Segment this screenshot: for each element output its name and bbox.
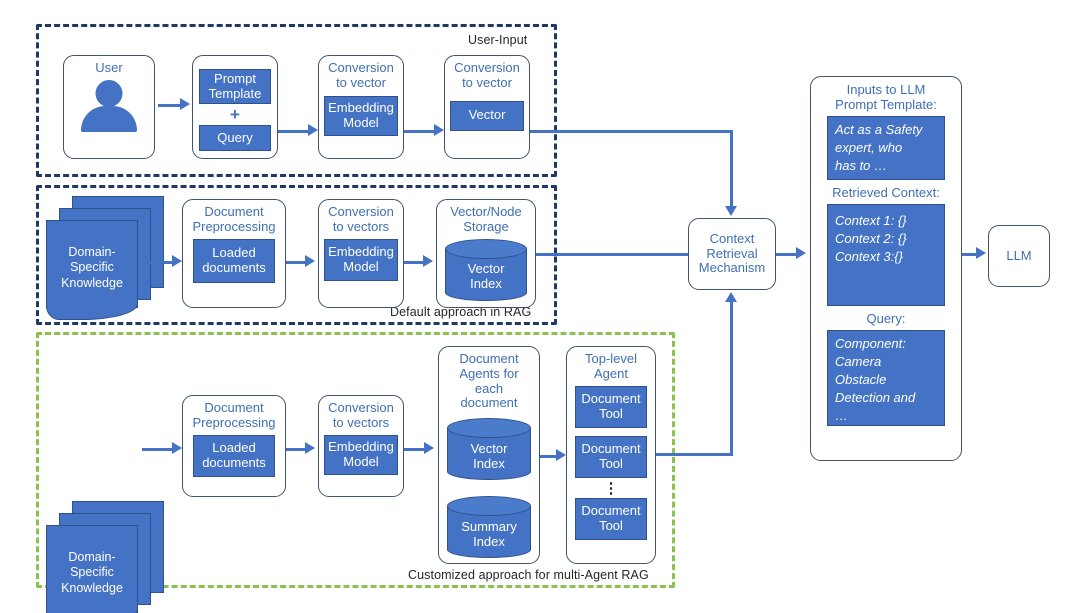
llm-label: LLM: [1006, 247, 1032, 263]
card-conversion-title-agent: Conversion to vectors: [328, 400, 394, 430]
prompt-template-box: Prompt Template: [199, 69, 271, 104]
arrow-knowledge-to-preprocess-agent-head: [172, 442, 182, 454]
knowledge-label-default: Domain- Specific Knowledge: [61, 244, 123, 290]
card-context-retrieval-title: Context Retrieval Mechanism: [698, 230, 766, 276]
arrow-user-to-prompt-line: [158, 104, 182, 107]
vector-index-cylinder-default: Vector Index: [444, 238, 528, 301]
loaded-documents-box-agent: Loaded documents: [193, 434, 275, 477]
retrieved-context-box: Context 1: {} Context 2: {} Context 3:{}: [827, 203, 945, 306]
group-default-rag-label: Default approach in RAG: [390, 305, 532, 319]
card-document-agents[interactable]: Document Agents for each document Vector…: [438, 346, 540, 564]
arrow-vector-to-retrieval-v: [730, 130, 733, 209]
card-vector[interactable]: Conversion to vector Vector: [444, 55, 530, 159]
query-box: Query: [199, 125, 271, 151]
arrow-top-to-retrieval-head: [725, 292, 737, 302]
loaded-documents-box-default: Loaded documents: [193, 238, 275, 283]
group-multi-agent-rag: [36, 332, 675, 588]
prompt-template-text-box: Act as a Safety expert, who has to …: [827, 115, 945, 180]
retrieved-context-heading: Retrieved Context:: [832, 184, 940, 200]
card-document-preprocessing-default[interactable]: Document Preprocessing Loaded documents: [182, 199, 286, 308]
arrow-preprocess-to-conversion-default-line: [286, 261, 310, 264]
prompt-template-heading: Prompt Template:: [835, 96, 937, 112]
arrow-conversion-to-vector-head: [434, 124, 444, 136]
arrow-conversion-to-storage-default-head: [423, 255, 433, 267]
arrow-agents-to-top-line: [540, 455, 560, 458]
card-conversion-agent[interactable]: Conversion to vectors Embedding Model: [318, 395, 404, 497]
card-conversion-title: Conversion to vector: [328, 60, 394, 90]
document-tool-3[interactable]: Document Tool: [575, 497, 647, 540]
query-heading: Query:: [866, 310, 906, 326]
knowledge-label-agent: Domain- Specific Knowledge: [61, 549, 123, 595]
arrow-top-to-retrieval-v: [730, 300, 733, 455]
retrieved-context-text: Context 1: {} Context 2: {} Context 3:{}: [835, 212, 907, 264]
group-multi-agent-label: Customized approach for multi-Agent RAG: [408, 568, 649, 582]
arrow-preprocess-to-conversion-default-head: [305, 255, 315, 267]
vector-index-label-default: Vector Index: [467, 261, 505, 292]
document-tool-1[interactable]: Document Tool: [575, 385, 647, 428]
arrow-retrieval-to-inputs-head: [796, 247, 806, 259]
card-user[interactable]: User: [63, 55, 155, 159]
card-storage-title: Vector/Node Storage: [450, 204, 522, 234]
arrow-conversion-to-agents-line: [404, 448, 429, 451]
arrow-vector-to-retrieval-head: [725, 206, 737, 216]
arrow-user-to-prompt-head: [180, 98, 190, 110]
arrow-inputs-to-llm-line: [962, 253, 980, 256]
embedding-model-box-agent: Embedding Model: [324, 434, 398, 475]
arrow-knowledge-to-preprocess-default-head: [172, 255, 182, 267]
document-stack-knowledge-agent: Domain- Specific Knowledge: [45, 501, 164, 613]
card-llm[interactable]: LLM: [988, 225, 1050, 287]
vector-index-cylinder-agent: Vector Index: [446, 418, 532, 481]
document-stack-knowledge-default: Domain- Specific Knowledge: [45, 196, 164, 320]
summary-index-label: Summary Index: [461, 518, 517, 549]
card-preprocessing-title-agent: Document Preprocessing: [192, 400, 276, 430]
arrow-storage-to-retrieval-line: [536, 253, 693, 256]
arrow-agents-to-top-head: [556, 449, 566, 461]
user-avatar-icon: [80, 79, 138, 132]
card-document-preprocessing-agent[interactable]: Document Preprocessing Loaded documents: [182, 395, 286, 497]
card-top-level-agent[interactable]: Top-level Agent Document Tool Document T…: [566, 346, 656, 564]
group-user-input: [36, 24, 557, 177]
arrow-retrieval-to-inputs-line: [776, 253, 800, 256]
arrow-conversion-to-storage-default-line: [404, 261, 428, 264]
arrow-conversion-to-vector-line: [404, 130, 436, 133]
card-inputs-to-llm[interactable]: Inputs to LLM Prompt Template: Act as a …: [810, 76, 962, 461]
card-prompt-template[interactable]: Prompt Template + Query: [192, 55, 278, 159]
card-vector-node-storage[interactable]: Vector/Node Storage Vector Index: [436, 199, 536, 308]
query-text-box: Component: Camera Obstacle Detection and…: [827, 329, 945, 426]
embedding-model-box: Embedding Model: [324, 95, 398, 136]
arrow-inputs-to-llm-head: [976, 247, 986, 259]
plus-sign: +: [230, 105, 240, 124]
arrow-knowledge-to-preprocess-default-line: [142, 261, 174, 264]
arrow-conversion-to-agents-head: [424, 442, 434, 454]
embedding-model-box-default: Embedding Model: [324, 238, 398, 281]
arrow-knowledge-to-preprocess-agent-line: [142, 448, 174, 451]
card-conversion-to-vector[interactable]: Conversion to vector Embedding Model: [318, 55, 404, 159]
arrow-prompt-to-conversion-head: [308, 124, 318, 136]
group-user-input-label: User-Input: [468, 33, 528, 47]
query-text: Component: Camera Obstacle Detection and…: [835, 335, 916, 423]
arrow-preprocess-to-conversion-agent-line: [286, 448, 310, 451]
ellipsis-vertical: ⋮: [603, 479, 619, 497]
card-user-title: User: [95, 60, 123, 75]
card-document-agents-title: Document Agents for each document: [459, 351, 519, 411]
arrow-prompt-to-conversion-line: [278, 130, 310, 133]
arrow-top-to-retrieval-h: [656, 453, 733, 456]
card-preprocessing-title-default: Document Preprocessing: [192, 204, 276, 234]
card-top-level-agent-title: Top-level Agent: [584, 351, 638, 381]
vector-box: Vector: [450, 100, 524, 131]
card-context-retrieval[interactable]: Context Retrieval Mechanism: [688, 218, 776, 290]
inputs-to-llm-heading: Inputs to LLM: [846, 82, 926, 97]
card-conversion-title-default: Conversion to vectors: [328, 204, 394, 234]
arrow-vector-to-retrieval-h: [530, 130, 733, 133]
vector-index-label-agent: Vector Index: [470, 440, 508, 471]
document-tool-2[interactable]: Document Tool: [575, 435, 647, 478]
prompt-template-text: Act as a Safety expert, who has to …: [835, 121, 923, 173]
arrow-preprocess-to-conversion-agent-head: [305, 442, 315, 454]
summary-index-cylinder: Summary Index: [446, 496, 532, 559]
card-conversion-default[interactable]: Conversion to vectors Embedding Model: [318, 199, 404, 308]
card-vector-title: Conversion to vector: [454, 60, 520, 90]
